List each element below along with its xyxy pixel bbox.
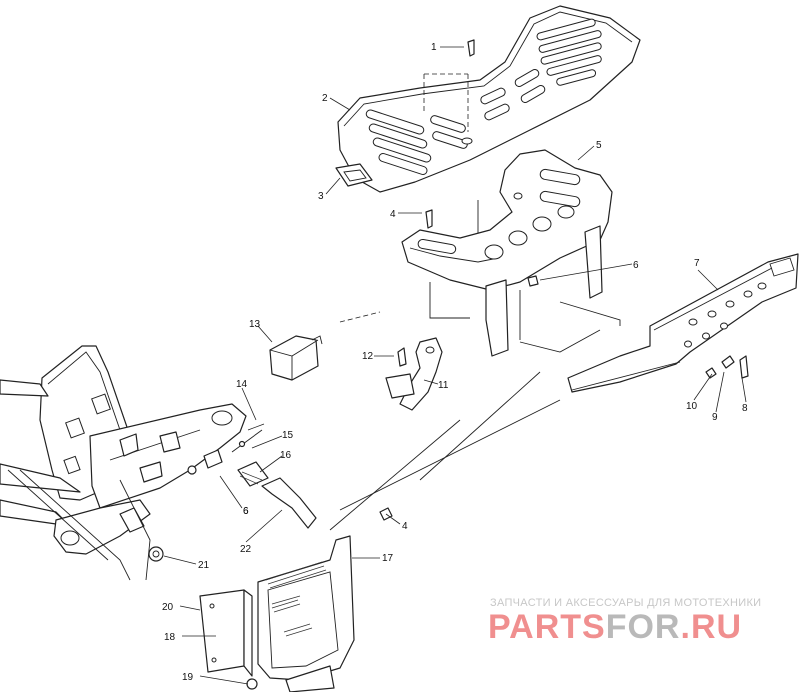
- watermark-logo-part3: .RU: [680, 608, 743, 646]
- callout-11: 11: [438, 380, 449, 391]
- part-frame: [0, 345, 247, 581]
- leader-lines: [163, 46, 747, 685]
- callout-labels: 1 2 3 4 5 6 6 7 8 9 10 11 12 13 14 15 16…: [162, 42, 748, 683]
- callout-21: 21: [198, 560, 210, 571]
- callout-3: 3: [318, 191, 324, 202]
- callout-7: 7: [694, 258, 700, 269]
- callout-9: 9: [712, 412, 718, 423]
- callout-10: 10: [686, 401, 698, 412]
- callout-4: 4: [390, 209, 396, 220]
- callout-8: 8: [742, 403, 748, 414]
- part-support-bracket: [401, 149, 613, 357]
- callout-1: 1: [431, 42, 437, 53]
- rack-plate-slots: [365, 18, 602, 175]
- callout-18: 18: [164, 632, 176, 643]
- callout-20: 20: [162, 602, 174, 613]
- callout-13: 13: [249, 319, 261, 330]
- callout-2: 2: [322, 93, 328, 104]
- watermark-caption: ЗАПЧАСТИ И АКСЕССУАРЫ ДЛЯ МОТОТЕХНИКИ: [490, 597, 762, 609]
- callout-15: 15: [282, 430, 294, 441]
- part-rack-plate: [337, 5, 641, 193]
- part-small-bracket: [335, 163, 373, 187]
- watermark-logo-part2: FOR: [605, 608, 681, 646]
- callout-5: 5: [596, 140, 602, 151]
- callout-22: 22: [240, 544, 252, 555]
- callout-6-lower: 6: [243, 506, 249, 517]
- part-side-plate: [199, 589, 258, 690]
- callout-12: 12: [362, 351, 374, 362]
- assembly-guide-lines: [329, 73, 621, 531]
- callout-19: 19: [182, 672, 194, 683]
- callout-6-upper: 6: [633, 260, 639, 271]
- callout-14: 14: [236, 379, 248, 390]
- watermark-logo-part1: PARTS: [488, 608, 606, 646]
- watermark-logo: PARTSFOR.RU: [488, 608, 742, 647]
- part-bumper-bar: [567, 253, 799, 393]
- callout-4-lower: 4: [402, 521, 408, 532]
- part-reflector: [269, 335, 323, 381]
- callout-16: 16: [280, 450, 292, 461]
- frame-hardware: [148, 39, 749, 562]
- part-u-bracket: [257, 535, 355, 692]
- callout-17: 17: [382, 553, 394, 564]
- part-hitch-bracket: [385, 337, 443, 411]
- callout-6-frame: 6: [243, 506, 249, 517]
